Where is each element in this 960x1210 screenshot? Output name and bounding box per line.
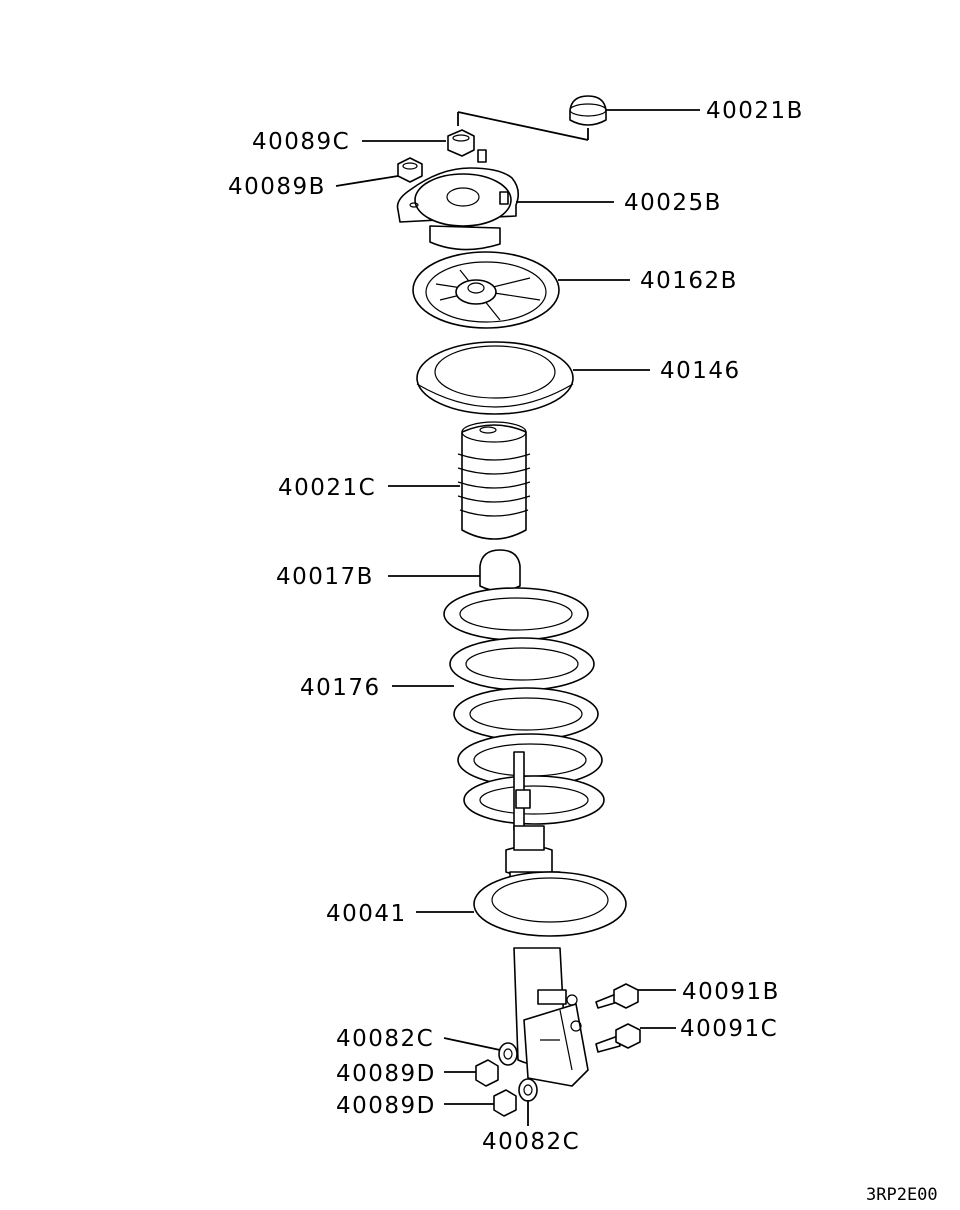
label-40091B[interactable]: 40091B — [682, 979, 780, 1005]
strut-mount-part[interactable] — [396, 149, 520, 251]
mount-nut-top-part[interactable] — [447, 129, 475, 157]
label-40025B[interactable]: 40025B — [624, 190, 722, 216]
label-40176[interactable]: 40176 — [300, 675, 381, 701]
label-40021B[interactable]: 40021B — [706, 98, 804, 124]
bearing-plate-part[interactable] — [412, 251, 560, 329]
label-40089D-lower[interactable]: 40089D — [336, 1093, 436, 1119]
washer-lower-part[interactable] — [518, 1078, 538, 1102]
label-40017B[interactable]: 40017B — [276, 564, 374, 590]
label-40162B[interactable]: 40162B — [640, 268, 738, 294]
label-40041[interactable]: 40041 — [326, 901, 407, 927]
washer-upper-part[interactable] — [498, 1042, 518, 1066]
label-40089B[interactable]: 40089B — [228, 174, 326, 200]
nut-upper-part[interactable] — [475, 1059, 499, 1087]
label-40091C[interactable]: 40091C — [680, 1016, 778, 1042]
shock-absorber-part[interactable] — [473, 751, 627, 1087]
label-40082C-upper[interactable]: 40082C — [336, 1026, 434, 1052]
bolt-upper-part[interactable] — [595, 983, 639, 1009]
leader-lines — [335, 109, 700, 1126]
label-40146[interactable]: 40146 — [660, 358, 741, 384]
mount-nut-left-part[interactable] — [397, 157, 423, 183]
label-40089C[interactable]: 40089C — [252, 129, 350, 155]
bolt-lower-part[interactable] — [595, 1023, 641, 1053]
drawing-code: 3RP2E00 — [866, 1185, 938, 1205]
cap-indicator-line — [457, 111, 589, 141]
label-40021C[interactable]: 40021C — [278, 475, 376, 501]
nut-lower-part[interactable] — [493, 1089, 517, 1117]
dust-boot-part[interactable] — [457, 421, 531, 540]
coil-spring-part[interactable] — [443, 587, 605, 825]
upper-spring-seat-part[interactable] — [416, 341, 574, 415]
label-40082C-lower[interactable]: 40082C — [482, 1129, 580, 1155]
top-cap-part[interactable] — [569, 95, 607, 126]
label-40089D-upper[interactable]: 40089D — [336, 1061, 436, 1087]
